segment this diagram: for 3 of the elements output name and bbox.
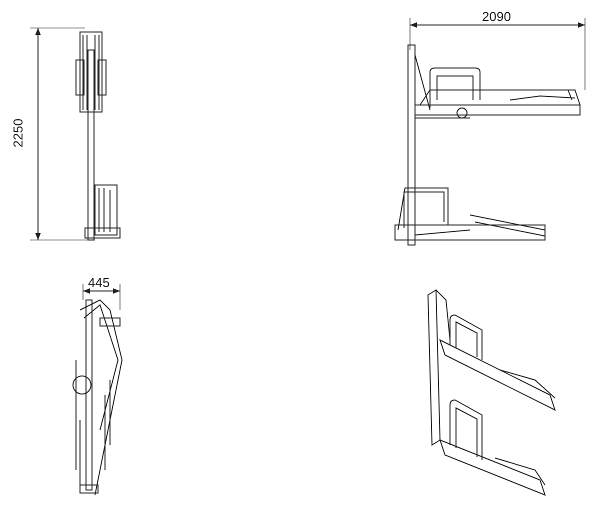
dimension-text: 445: [88, 276, 110, 290]
dimension-text: 2250: [11, 118, 26, 148]
dimension-text: 2090: [482, 10, 511, 24]
